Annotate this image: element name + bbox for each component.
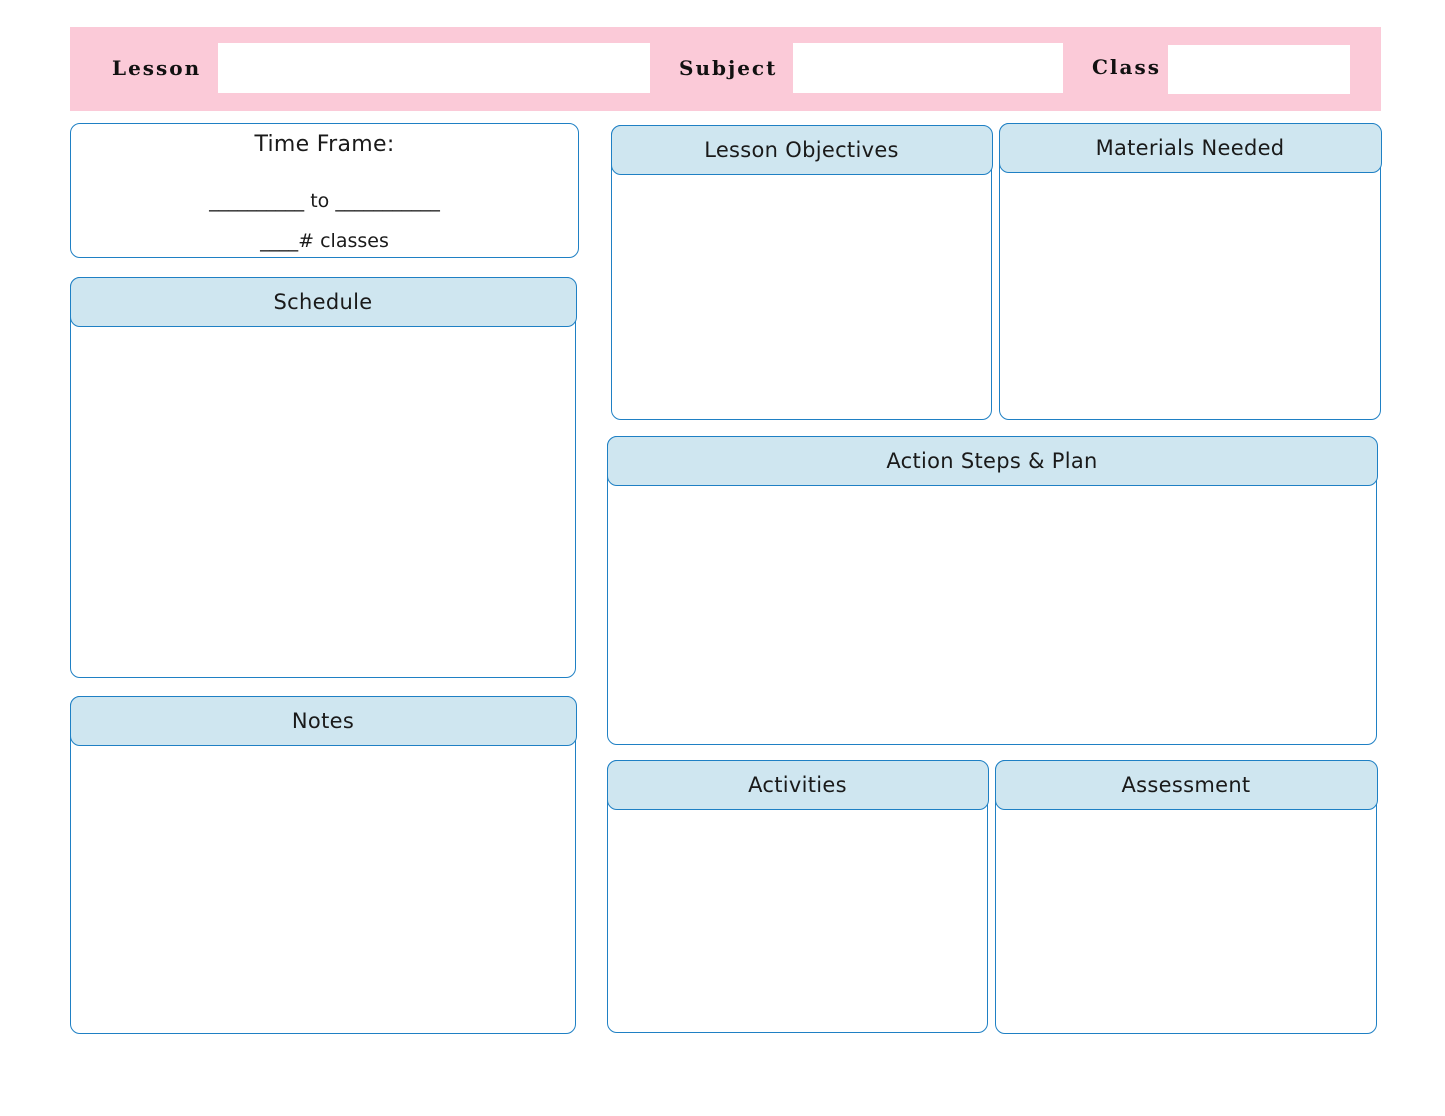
materials-needed-box[interactable]: Materials Needed: [998, 122, 1382, 420]
time-frame-box[interactable]: Time Frame: __________ to ___________ __…: [70, 123, 579, 258]
assessment-body[interactable]: [996, 811, 1376, 1033]
time-frame-title: Time Frame:: [254, 132, 395, 157]
lesson-field[interactable]: [218, 43, 650, 93]
schedule-header: Schedule: [69, 276, 577, 327]
subject-label: Subject: [679, 56, 778, 80]
schedule-box[interactable]: Schedule: [69, 276, 577, 678]
time-frame-range: __________ to ___________: [209, 190, 440, 212]
activities-body[interactable]: [608, 811, 987, 1032]
materials-needed-header: Materials Needed: [998, 122, 1382, 173]
assessment-box[interactable]: Assessment: [994, 759, 1378, 1034]
action-steps-box[interactable]: Action Steps & Plan: [606, 435, 1378, 745]
subject-field[interactable]: [793, 43, 1063, 93]
time-frame-classes: ____# classes: [260, 230, 389, 252]
action-steps-body[interactable]: [608, 487, 1376, 744]
notes-box[interactable]: Notes: [69, 695, 577, 1034]
assessment-header: Assessment: [994, 759, 1378, 810]
activities-box[interactable]: Activities: [606, 759, 989, 1033]
action-steps-header: Action Steps & Plan: [606, 435, 1378, 486]
schedule-body[interactable]: [71, 328, 575, 677]
materials-needed-body[interactable]: [1000, 174, 1380, 419]
lesson-objectives-body[interactable]: [612, 176, 991, 419]
lesson-label: Lesson: [112, 56, 202, 80]
class-label: Class: [1092, 55, 1161, 79]
activities-header: Activities: [606, 759, 989, 810]
notes-header: Notes: [69, 695, 577, 746]
class-field[interactable]: [1168, 45, 1350, 94]
lesson-objectives-header: Lesson Objectives: [610, 124, 993, 175]
notes-body[interactable]: [71, 747, 575, 1033]
lesson-objectives-box[interactable]: Lesson Objectives: [610, 124, 993, 420]
